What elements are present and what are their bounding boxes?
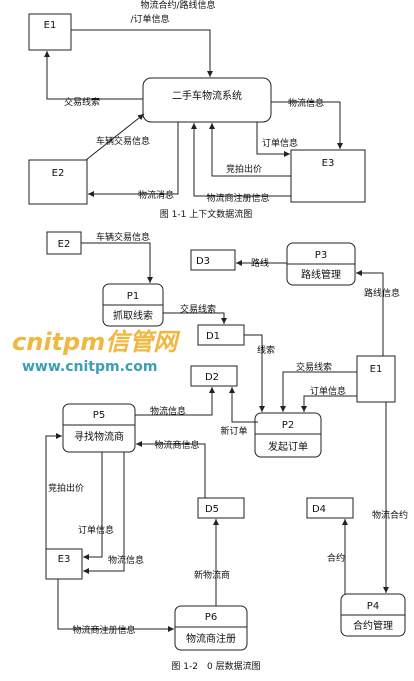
fig2-p5-id: P5 — [93, 410, 105, 421]
fig1-e1-label: E1 — [44, 20, 57, 31]
fig2-flow-p1-to-d1 — [163, 312, 227, 324]
fig2-d2-box — [190, 365, 238, 387]
fig2-flow-e1-to-p2-lead — [280, 371, 357, 412]
fig2-p5-process — [62, 403, 136, 453]
fig2-flow-e2-to-p1 — [81, 242, 153, 283]
fig2-p6-process — [174, 605, 248, 651]
fig1-e2-label: E2 — [52, 168, 65, 179]
fig2-p6-name: 物流商注册 — [186, 632, 236, 645]
fig1-flow-label-registration: 物流商注册信息 — [206, 192, 269, 204]
fig2-p4-id: P4 — [367, 601, 379, 612]
fig1-flow-system-to-e1 — [44, 51, 143, 100]
fig2-flow-p5-to-d2 — [135, 387, 215, 416]
fig2-caption: 图 1-2 0 层数据流图 — [171, 660, 260, 672]
fig2-flow-p2-to-d2 — [229, 387, 258, 423]
fig1-e3-box — [290, 149, 366, 203]
fig2-flow-label-trade-lead-p1: 交易线索 — [180, 303, 216, 315]
fig1-flow-e3-to-system-bid — [209, 123, 291, 177]
fig2-flow-label-new-provider: 新物流商 — [194, 569, 230, 581]
fig2-d1-box — [197, 324, 245, 346]
fig1-flow-label-logistics-msg: 物流消息 — [138, 189, 174, 201]
fig2-flow-label-new-order: 新订单 — [220, 425, 247, 437]
fig2-e2-label: E2 — [58, 239, 71, 250]
fig2-e3-label: E3 — [58, 554, 71, 565]
fig2-flow-label-logistics-info-p5: 物流信息 — [150, 405, 186, 417]
fig2-flow-e1-to-p3 — [356, 270, 384, 356]
fig2-p3-name: 路线管理 — [301, 268, 341, 281]
fig1-e3-label: E3 — [322, 158, 335, 169]
fig2-flow-label-registration: 物流商注册信息 — [72, 624, 135, 636]
fig2-flow-label-trade-lead-e1: 交易线索 — [296, 361, 332, 373]
fig2-d4-label: D4 — [312, 504, 326, 515]
fig2-flow-e3-to-p6 — [57, 579, 174, 632]
level0-diagram: E2 E1 E3 D3 D1 D2 D5 D4 P1 抓取线索 P3 路线管理 … — [45, 231, 408, 672]
fig1-system-label: 二手车物流系统 — [172, 89, 242, 102]
fig2-p5-name: 寻找物流商 — [74, 430, 124, 443]
watermark: cnitpm信管网 www.cnitpm.com — [12, 328, 181, 375]
fig1-flow-label-top1: 物流合约/路线信息 — [140, 0, 215, 11]
fig2-p6-id: P6 — [205, 612, 217, 623]
fig2-flow-label-provider-info: 物流商信息 — [154, 439, 199, 451]
fig2-flow-e1-to-p2-order — [301, 395, 357, 412]
fig2-e3-box — [45, 548, 83, 580]
fig1-flow-label-vehicle-trade: 车辆交易信息 — [96, 135, 150, 147]
fig2-d5-label: D5 — [205, 504, 219, 515]
watermark-brand: cnitpm信管网 — [12, 328, 181, 356]
fig2-d3-box — [190, 249, 236, 271]
fig2-d1-label: D1 — [206, 331, 220, 342]
fig2-e1-box — [356, 355, 396, 403]
fig2-flow-label-contract-e1: 物流合约 — [372, 509, 408, 521]
fig2-flow-d5-to-p5 — [136, 441, 206, 498]
fig2-flow-label-route: 路线 — [251, 257, 269, 269]
watermark-url: www.cnitpm.com — [22, 359, 157, 375]
fig2-d2-label: D2 — [205, 372, 219, 383]
fig2-p3-id: P3 — [315, 250, 327, 261]
fig2-e1-label: E1 — [370, 364, 383, 375]
fig2-flow-label-e2-p1: 车辆交易信息 — [96, 231, 150, 243]
fig1-flow-label-trade-lead: 交易线索 — [64, 96, 100, 108]
fig2-flow-label-logistics-info-e3: 物流信息 — [108, 554, 144, 566]
fig2-p2-process — [254, 412, 322, 458]
fig1-e2-box — [28, 159, 88, 205]
fig1-flow-system-to-e3-info — [271, 101, 343, 149]
fig1-flow-e1-to-system — [71, 29, 213, 77]
context-diagram: E1 二手车物流系统 E2 E3 物流合约/路线信息 /订单信息 交易线索 车辆… — [28, 0, 366, 220]
fig1-flow-label-order-info: 订单信息 — [262, 137, 298, 149]
fig1-flow-e3-to-system-reg — [191, 123, 291, 197]
fig2-flow-label-bid: 竞拍出价 — [48, 482, 84, 494]
fig1-flow-system-to-e3-order — [256, 122, 290, 157]
fig2-flow-label-order-info-e3: 订单信息 — [78, 524, 114, 536]
fig2-flow-p5-to-e3-info — [83, 452, 125, 574]
fig1-flow-label-top2: /订单信息 — [130, 13, 169, 25]
fig1-flow-label-logistics-info: 物流信息 — [288, 97, 324, 109]
fig1-system-process — [142, 77, 272, 123]
fig1-caption: 图 1-1 上下文数据流图 — [160, 208, 252, 220]
fig2-p1-id: P1 — [127, 291, 139, 302]
fig2-flow-e3-to-p5-bid — [45, 433, 62, 553]
fig2-flow-label-order-info-e1: 订单信息 — [310, 385, 346, 397]
fig2-p4-name: 合约管理 — [353, 619, 393, 632]
fig2-flow-label-route-info: 路线信息 — [364, 287, 400, 299]
fig2-d5-box — [197, 497, 245, 519]
fig1-flow-system-to-e2 — [88, 122, 179, 197]
fig1-e1-box — [28, 13, 72, 51]
fig2-d3-label: D3 — [196, 256, 210, 267]
fig2-flow-d1-to-p2 — [244, 334, 265, 412]
fig1-flow-label-bid: 竞拍出价 — [226, 163, 262, 175]
fig2-d4-box — [306, 497, 354, 519]
fig2-p2-name: 发起订单 — [268, 440, 308, 453]
fig2-p2-id: P2 — [282, 420, 294, 431]
fig2-flow-p5-to-e3-order — [83, 452, 103, 560]
fig1-flow-e2-to-system — [85, 113, 145, 161]
fig2-p1-name: 抓取线索 — [113, 309, 153, 322]
fig2-flow-label-lead: 线索 — [257, 344, 275, 356]
fig2-flow-label-contract-d4: 合约 — [327, 552, 345, 564]
